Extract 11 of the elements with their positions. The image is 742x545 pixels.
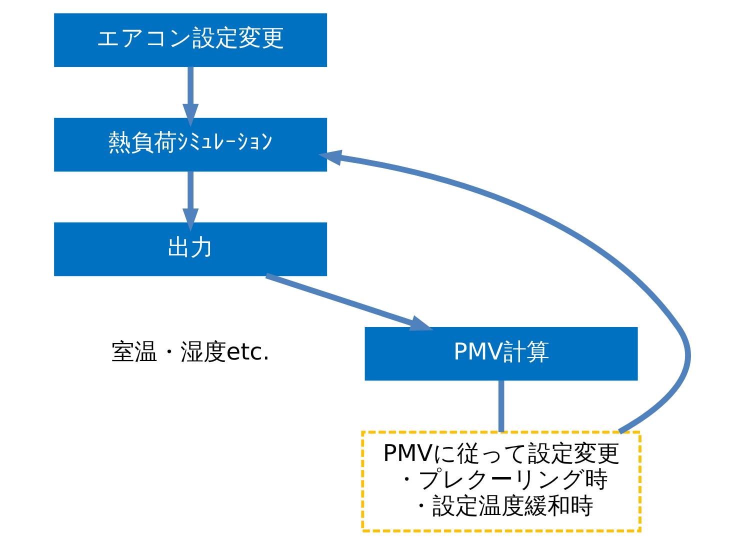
arrow: [264, 272, 434, 331]
node-label: 室温・湿度etc.: [110, 338, 270, 366]
node-box: 熱負荷ｼﾐｭﾚｰｼｮﾝ: [54, 118, 327, 172]
node-box: エアコン設定変更: [54, 13, 327, 68]
node-box: PMV計算: [364, 326, 638, 381]
arrow: [182, 171, 198, 232]
arrow: [318, 150, 690, 434]
arrow: [182, 66, 198, 128]
connector: [498, 380, 504, 432]
node-box: PMVに従って設定変更 ・プレクーリング時 ・設定温度緩和時: [360, 430, 641, 532]
node-box: 出力: [54, 222, 327, 276]
